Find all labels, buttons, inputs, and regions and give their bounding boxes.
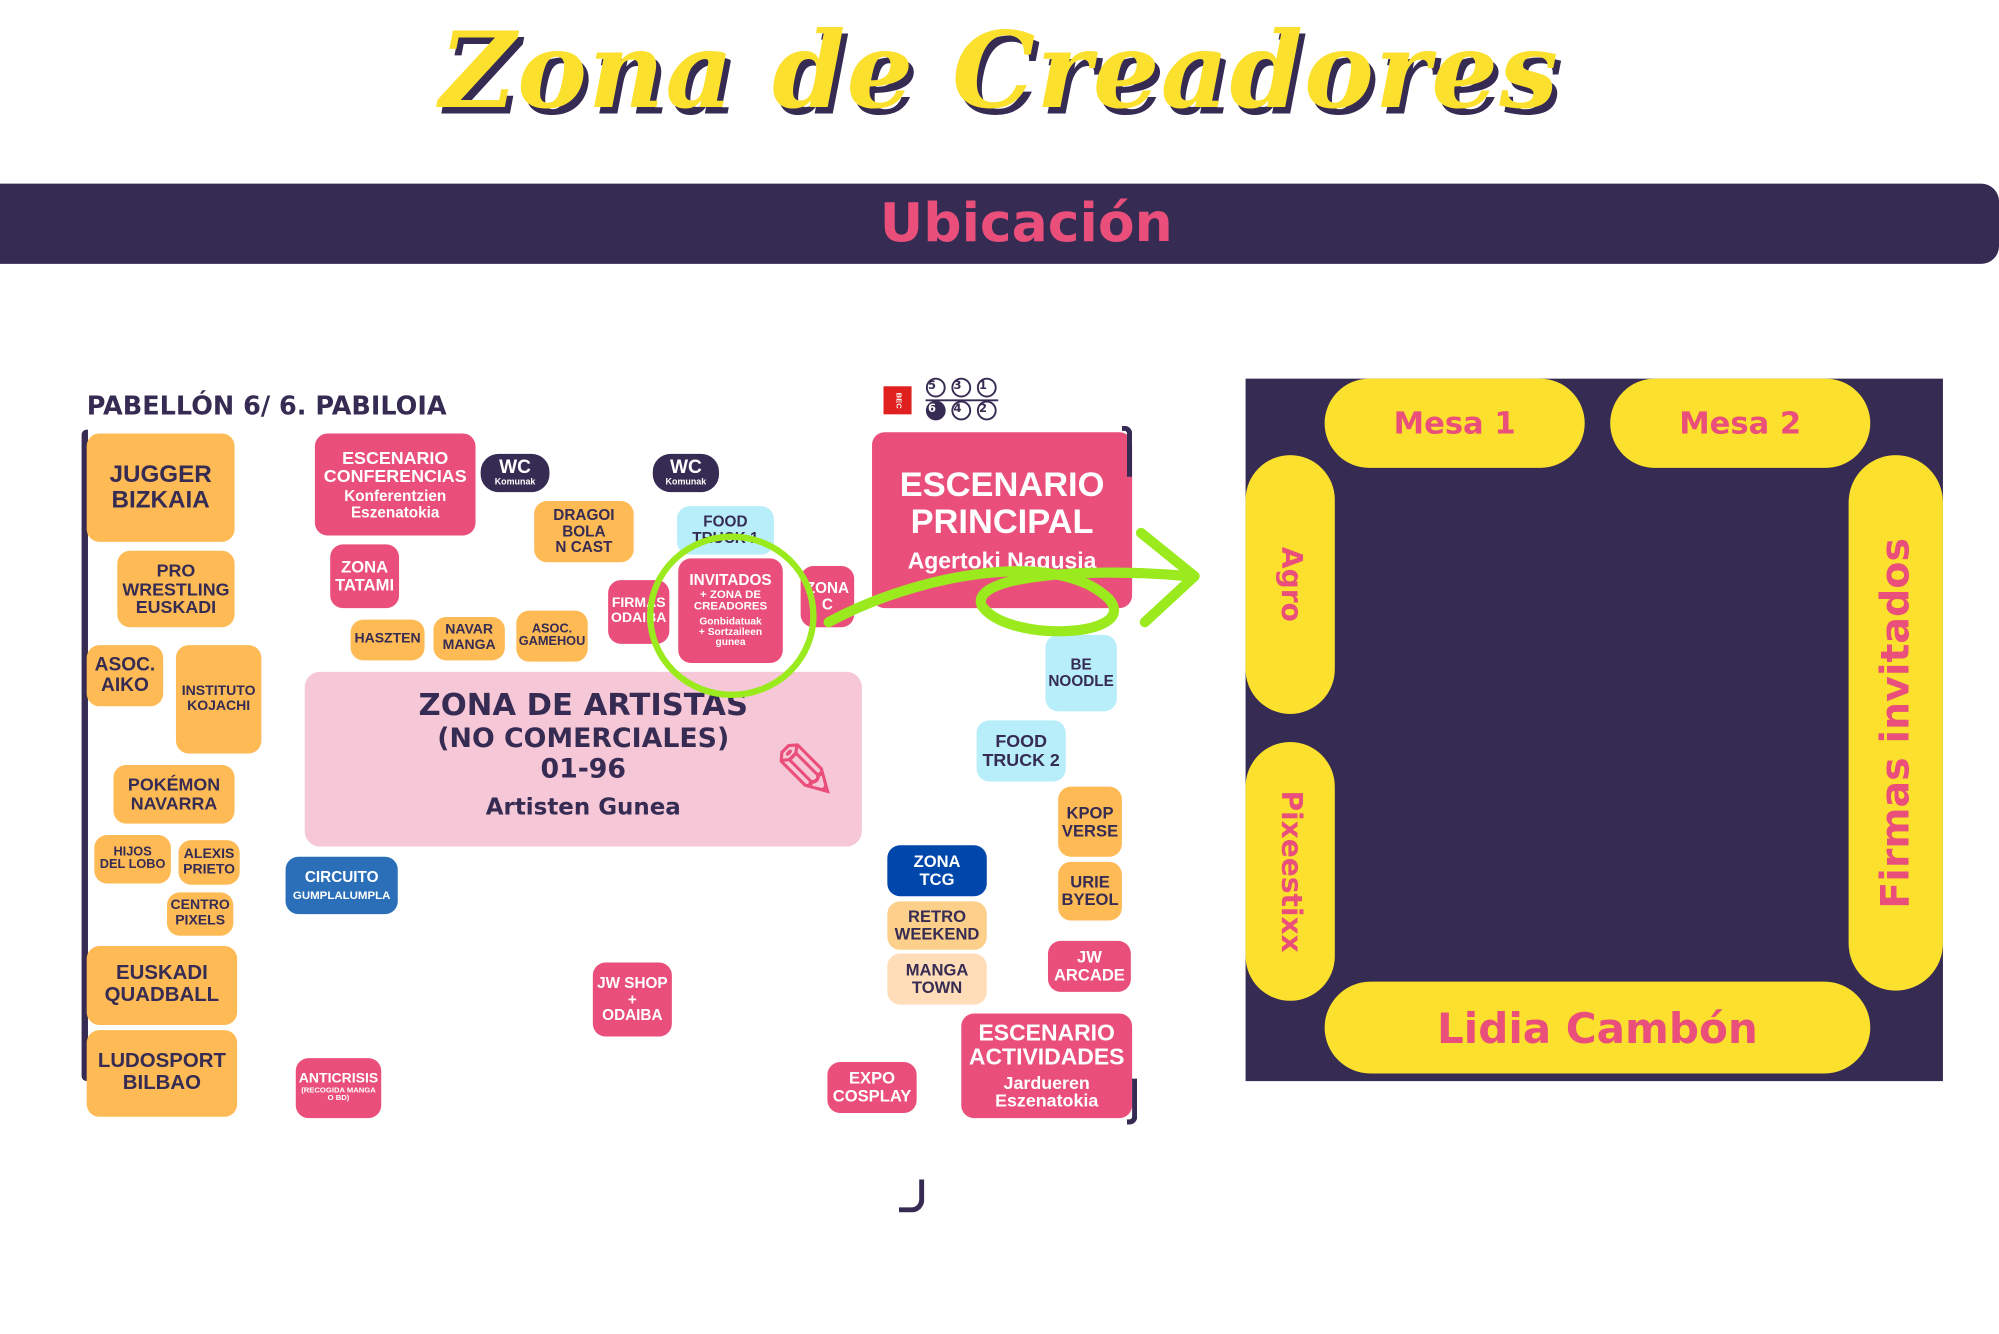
stand-be-noodle[interactable]: BE NOODLE: [1045, 634, 1117, 712]
actividades-title: ESCENARIO ACTIVIDADES: [968, 1019, 1125, 1070]
stand-pokemon[interactable]: POKÉMON NAVARRA: [113, 764, 235, 824]
arrow-head-icon: [1135, 527, 1200, 628]
hall-wall-corner: [898, 1179, 925, 1213]
artists-title: ZONA DE ARTISTAS: [418, 687, 748, 723]
artists-range: 01-96: [540, 753, 627, 785]
highlight-circle: [647, 533, 817, 699]
hall-wall-corner: [1127, 1078, 1138, 1125]
stand-urie-byeol[interactable]: URIE BYEOL: [1058, 861, 1122, 921]
stand-centro-pixels[interactable]: CENTRO PIXELS: [167, 892, 234, 936]
anticrisis-title: ANTICRISIS: [298, 1071, 379, 1087]
hall-wall: [81, 429, 88, 1082]
art-supplies-icon: ✎: [772, 725, 839, 819]
food-truck-2[interactable]: FOOD TRUCK 2: [976, 720, 1066, 782]
circuito-title: CIRCUITO: [304, 868, 379, 887]
hall-numbers-icon: [925, 377, 999, 421]
actividades-subtitle: Jardueren Eszenatokia: [995, 1071, 1099, 1111]
invitados-title: INVITADOS: [689, 571, 772, 590]
stand-retro-weekend[interactable]: RETRO WEEKEND: [887, 901, 987, 950]
stand-ludosport[interactable]: LUDOSPORT BILBAO: [86, 1030, 238, 1117]
principal-title: ESCENARIO PRINCIPAL: [899, 465, 1105, 540]
agro-label: Agro: [1274, 547, 1307, 622]
hall-2: 2: [978, 402, 987, 416]
stand-dragoi-bola[interactable]: DRAGOI BOLA N CAST: [534, 501, 634, 563]
stand-kpop-verse[interactable]: KPOP VERSE: [1058, 786, 1122, 857]
conferencias-title: ESCENARIO CONFERENCIAS: [323, 447, 467, 487]
hall-4: 4: [953, 402, 962, 416]
stand-jugger[interactable]: JUGGER BIZKAIA: [86, 433, 235, 542]
table-firmas-invitados[interactable]: Firmas invitados: [1848, 455, 1943, 991]
table-mesa-2[interactable]: Mesa 2: [1610, 378, 1871, 468]
pixeestixx-label: Pixeestixx: [1274, 790, 1307, 953]
artists-basque: Artisten Gunea: [485, 794, 681, 822]
firmas-odaiba[interactable]: FIRMAS ODAIBA: [608, 580, 670, 644]
jw-arcade[interactable]: JW ARCADE: [1047, 940, 1131, 992]
escenario-actividades[interactable]: ESCENARIO ACTIVIDADES Jardueren Eszenato…: [961, 1013, 1133, 1119]
invitados-subtitle: + ZONA DE CREADORES: [693, 587, 768, 613]
bec-logo: BEC: [883, 386, 912, 415]
hall-wall-corner: [1121, 425, 1133, 477]
stand-alexis-prieto[interactable]: ALEXIS PRIETO: [178, 840, 240, 885]
wc-subtitle: Komunak: [665, 478, 707, 488]
zona-artistas[interactable]: ZONA DE ARTISTAS (NO COMERCIALES) 01-96 …: [304, 671, 862, 847]
banner-title: Ubicación: [879, 191, 1173, 254]
conferencias-subtitle: Konferentzien Eszenatokia: [344, 487, 447, 522]
hall-label: PABELLÓN 6/ 6. PABILOIA: [86, 390, 447, 421]
anticrisis[interactable]: ANTICRISIS (RECOGIDA MANGA O BD): [295, 1058, 382, 1119]
table-mesa-1[interactable]: Mesa 1: [1324, 378, 1585, 468]
wc-subtitle: Komunak: [494, 478, 536, 488]
table-agro[interactable]: Agro: [1245, 455, 1335, 714]
hall-1: 1: [978, 379, 987, 393]
hall-numbers-bottom: 6 4 2: [927, 403, 988, 416]
jw-shop-odaiba[interactable]: JW SHOP + ODAIBA: [592, 962, 672, 1037]
invitados-zona-creadores[interactable]: INVITADOS + ZONA DE CREADORES Gonbidatua…: [678, 558, 783, 663]
invitados-basque: Gonbidatuak + Sortzaileen gunea: [698, 615, 763, 649]
expo-cosplay[interactable]: EXPO COSPLAY: [827, 1061, 917, 1113]
stand-quadball[interactable]: EUSKADI QUADBALL: [86, 945, 238, 1026]
artists-subtitle: (NO COMERCIALES): [437, 722, 730, 754]
highlight-arrow: [823, 566, 1194, 637]
stand-navar-manga[interactable]: NAVAR MANGA: [433, 617, 505, 661]
circuito-subtitle: GUMPLALUMPLA: [292, 888, 391, 901]
stand-hijos-del-lobo[interactable]: HIJOS DEL LOBO: [94, 835, 171, 884]
table-lidia-cambon[interactable]: Lidia Cambón: [1324, 981, 1871, 1074]
page-title: Zona de Creadores: [439, 10, 1560, 133]
stage-conferencias[interactable]: ESCENARIO CONFERENCIAS Konferentzien Esz…: [314, 433, 476, 536]
wc-icon: WC: [669, 456, 702, 479]
creators-zone-panel: [1245, 378, 1943, 1082]
stand-kojachi[interactable]: INSTITUTO KOJACHI: [175, 645, 262, 754]
hall-numbers-top: 5 3 1: [927, 380, 988, 393]
stand-pro-wrestling[interactable]: PRO WRESTLING EUSKADI: [117, 550, 235, 628]
wc-2[interactable]: WC Komunak: [652, 453, 720, 493]
stand-manga-town[interactable]: MANGA TOWN: [887, 953, 987, 1005]
hall-5: 5: [927, 379, 936, 393]
anticrisis-subtitle: (RECOGIDA MANGA O BD): [301, 1087, 376, 1104]
stand-haszten[interactable]: HASZTEN: [350, 619, 425, 661]
highlight-annotation: [647, 527, 1200, 699]
wc-1[interactable]: WC Komunak: [480, 453, 550, 493]
wc-icon: WC: [499, 456, 531, 479]
location-banner: Ubicación: [0, 183, 1999, 264]
stand-gamehou[interactable]: ASOC. GAMEHOU: [516, 610, 588, 662]
zona-tcg[interactable]: ZONA TCG: [887, 845, 987, 897]
hall-6: 6: [927, 402, 936, 416]
stand-aiko[interactable]: ASOC. AIKO: [86, 645, 164, 707]
hall-3: 3: [953, 379, 962, 393]
firmas-invitados-label: Firmas invitados: [1872, 537, 1919, 909]
table-pixeestixx[interactable]: Pixeestixx: [1245, 741, 1335, 1001]
circuito-gumplalumpla[interactable]: CIRCUITO GUMPLALUMPLA: [285, 856, 398, 915]
zona-tatami[interactable]: ZONA TATAMI: [330, 544, 400, 609]
